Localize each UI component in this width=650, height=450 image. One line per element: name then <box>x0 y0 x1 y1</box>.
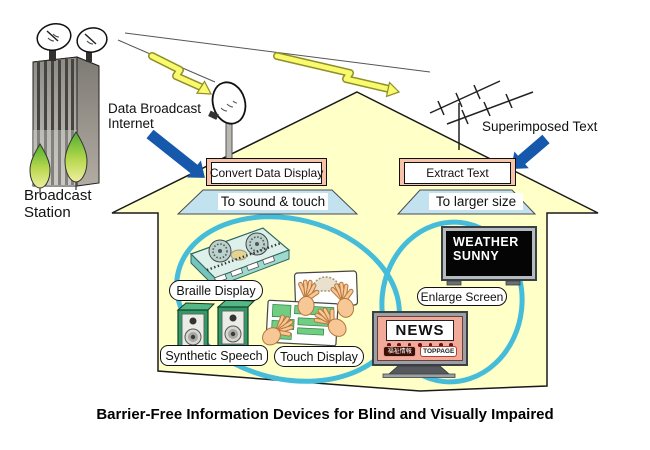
to-larger-size-label: To larger size <box>429 193 523 210</box>
tree-icon <box>29 131 88 195</box>
news-terminal: NEWS 福祉情報 TOPPAGE <box>372 311 468 366</box>
broadcast-building-icon <box>29 22 108 195</box>
diagram-caption: Barrier-Free Information Devices for Bli… <box>96 406 554 423</box>
broadcast-station-label: Broadcast Station <box>24 187 92 221</box>
tv-icon <box>446 280 521 286</box>
convert-data-display-label: Convert Data Display <box>210 162 323 184</box>
news-button-toppage: TOPPAGE <box>420 346 457 357</box>
news-title: NEWS <box>386 320 454 341</box>
extract-text-label: Extract Text <box>404 162 511 184</box>
synthetic-speech-label: Synthetic Speech <box>160 345 268 366</box>
pixel-dots <box>387 343 453 347</box>
convert-data-display-box: Convert Data Display <box>206 158 327 186</box>
enlarge-screen-label: Enlarge Screen <box>417 287 507 306</box>
data-broadcast-label: Data Broadcast Internet <box>108 101 202 131</box>
tv-antenna-icon <box>429 80 534 150</box>
tv-screen-text: WEATHER SUNNY <box>446 231 532 276</box>
down-arrow-icon <box>146 129 550 178</box>
news-button-welfare: 福祉情報 <box>383 346 417 357</box>
satellite-dish-icon <box>36 22 108 62</box>
superimposed-text-label: Superimposed Text <box>482 119 598 134</box>
tv-screen: WEATHER SUNNY <box>441 226 537 281</box>
extract-text-box: Extract Text <box>399 158 516 186</box>
satellite-dish-icon <box>208 81 247 163</box>
to-sound-touch-label: To sound & touch <box>218 193 328 210</box>
news-terminal-icon <box>382 365 456 378</box>
touch-tablet-icon <box>256 270 360 352</box>
lightning-arrow-icon <box>148 52 401 98</box>
group-oval-right <box>379 219 525 385</box>
braille-display-label: Braille Display <box>169 280 263 301</box>
news-panel: NEWS 福祉情報 TOPPAGE <box>377 316 463 361</box>
braille-display-icon <box>189 227 291 289</box>
touch-display-label: Touch Display <box>274 346 364 367</box>
